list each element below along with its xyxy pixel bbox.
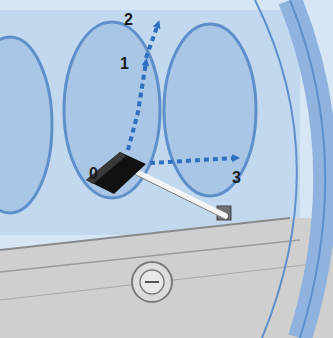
position-number: 3: [232, 170, 241, 186]
position-number: 2: [124, 12, 133, 28]
position-number: 0: [89, 166, 98, 182]
position-number: 1: [120, 56, 129, 72]
